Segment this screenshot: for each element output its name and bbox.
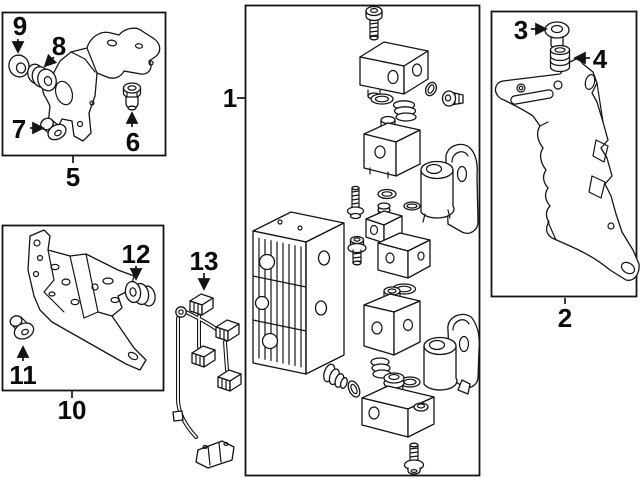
assembly-valve-right-upper xyxy=(420,143,479,234)
part-bushing-8 xyxy=(27,63,57,92)
screw-small xyxy=(441,90,464,107)
callout-3: 3 xyxy=(514,15,528,45)
o-ring xyxy=(370,93,394,105)
callout-8: 8 xyxy=(52,31,66,61)
o-ring-small xyxy=(424,81,438,97)
part-harness-13 xyxy=(172,293,242,469)
part-plug-3 xyxy=(544,21,570,49)
part-bushing-12 xyxy=(124,280,156,307)
harness-eyelet xyxy=(175,306,187,318)
assembly-top-bolt xyxy=(365,5,383,41)
assembly-bottom-bolt xyxy=(403,442,425,475)
callout-1: 1 xyxy=(223,83,237,113)
spring xyxy=(392,100,417,122)
harness-connector xyxy=(217,369,242,392)
harness-connector xyxy=(189,293,214,316)
part-grommet-4 xyxy=(549,44,571,73)
part-screw-11 xyxy=(9,315,35,340)
group-box-2 xyxy=(490,10,638,298)
harness-main-connector xyxy=(195,440,235,469)
flanged-bolt xyxy=(347,235,367,266)
assembly-solenoid-block xyxy=(252,211,345,375)
washer xyxy=(377,188,397,200)
callout-11: 11 xyxy=(9,360,37,390)
o-ring-tilted xyxy=(347,380,361,398)
assembly-valve-block xyxy=(377,232,431,279)
part-bracket-2 xyxy=(494,57,640,281)
callout-4: 4 xyxy=(593,44,608,74)
harness-connector xyxy=(215,319,240,342)
callout-13: 13 xyxy=(190,246,219,276)
harness-connector xyxy=(191,345,216,368)
part-bolt-6 xyxy=(122,82,142,111)
callout-6: 6 xyxy=(126,127,140,157)
assembly-valve-right-lower xyxy=(423,313,480,395)
part-assembly-1 xyxy=(252,5,480,475)
callout-7: 7 xyxy=(12,114,26,144)
part-grommet-9 xyxy=(8,54,30,78)
callout-9: 9 xyxy=(13,11,27,41)
part-bracket-10 xyxy=(27,229,147,371)
group-box-10 xyxy=(1,224,165,392)
group-box-1 xyxy=(244,4,481,477)
assembly-valve-block xyxy=(363,286,421,356)
assembly-bottom-block xyxy=(361,372,435,438)
callout-10: 10 xyxy=(58,395,87,425)
assembly-valve-block xyxy=(363,115,421,179)
stud xyxy=(346,185,365,220)
ribbed-plug xyxy=(323,363,348,389)
assembly-valve-block xyxy=(359,41,429,100)
callout-2: 2 xyxy=(558,303,572,333)
harness-clip xyxy=(172,410,184,422)
group-box-5 xyxy=(1,11,167,157)
leader-arrow-8 xyxy=(43,53,58,68)
part-bracket-5 xyxy=(42,27,161,142)
callout-5: 5 xyxy=(66,162,80,192)
callout-12: 12 xyxy=(122,239,151,269)
